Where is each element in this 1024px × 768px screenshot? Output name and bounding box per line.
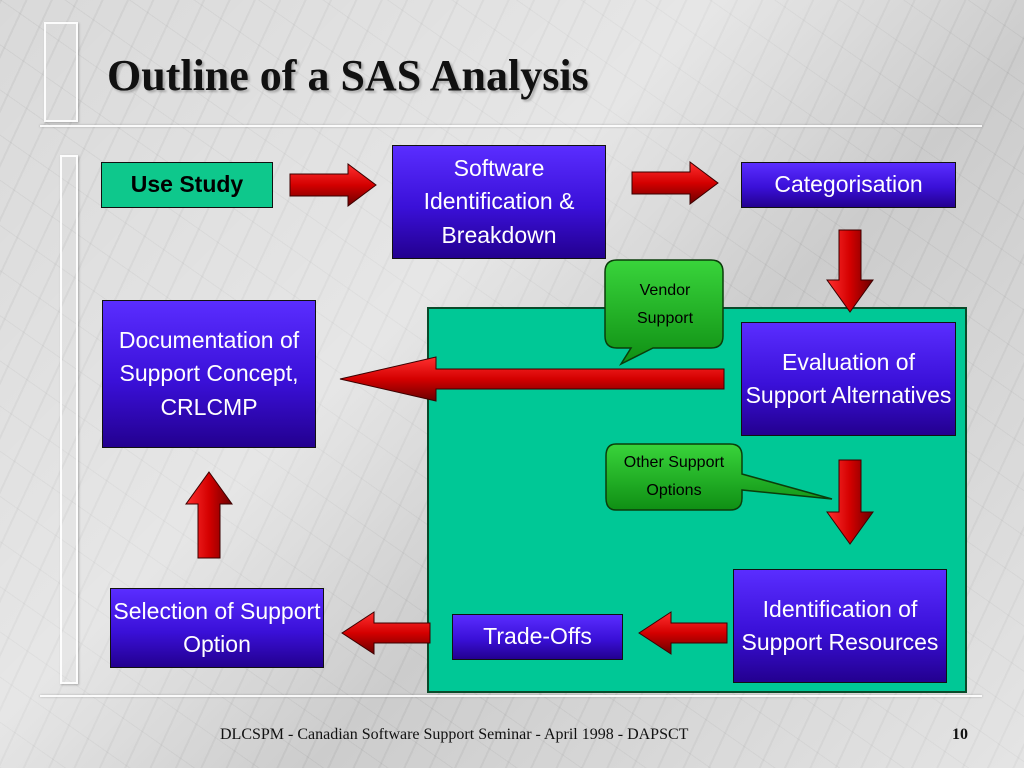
use-study-label: Use Study <box>130 171 244 198</box>
frame-bottom-line <box>40 695 982 697</box>
identification-resources-label: Identification of Support Resources <box>741 595 939 655</box>
arrow-evaluation-to-identification <box>826 459 874 545</box>
categorisation-box: Categorisation <box>741 162 956 208</box>
slide-title: Outline of a SAS Analysis <box>107 51 589 100</box>
other-support-options-label: Other Support Options <box>623 454 725 499</box>
arrow-identification-to-trade-offs <box>638 611 728 655</box>
arrow-evaluation-to-documentation <box>339 356 725 402</box>
arrow-software-to-categorisation <box>631 161 719 205</box>
arrow-selection-to-documentation <box>185 471 233 559</box>
frame-side-bar <box>60 155 78 684</box>
software-identification-label: Software Identification & Breakdown <box>423 154 575 248</box>
vendor-support-label: Vendor Support <box>636 282 694 327</box>
frame-top-line <box>40 125 982 127</box>
frame-upper-bar <box>44 22 78 122</box>
trade-offs-label: Trade-Offs <box>483 623 592 650</box>
documentation-label: Documentation of Support Concept, CRLCMP <box>118 326 300 420</box>
arrow-categorisation-to-evaluation <box>826 229 874 313</box>
trade-offs-box: Trade-Offs <box>452 614 623 660</box>
arrow-use-study-to-software <box>289 163 377 207</box>
arrow-trade-offs-to-selection <box>341 611 431 655</box>
page-number: 10 <box>952 726 968 743</box>
categorisation-label: Categorisation <box>774 171 923 198</box>
identification-resources-box: Identification of Support Resources <box>733 569 947 683</box>
evaluation-label: Evaluation of Support Alternatives <box>745 348 952 408</box>
evaluation-box: Evaluation of Support Alternatives <box>741 322 956 436</box>
software-identification-box: Software Identification & Breakdown <box>392 145 606 259</box>
selection-label: Selection of Support Option <box>113 597 321 657</box>
selection-box: Selection of Support Option <box>110 588 324 668</box>
other-support-options-callout <box>605 443 833 511</box>
documentation-box: Documentation of Support Concept, CRLCMP <box>102 300 316 448</box>
use-study-box: Use Study <box>101 162 273 208</box>
slide-footer: DLCSPM - Canadian Software Support Semin… <box>220 726 689 743</box>
vendor-support-callout <box>604 259 724 366</box>
